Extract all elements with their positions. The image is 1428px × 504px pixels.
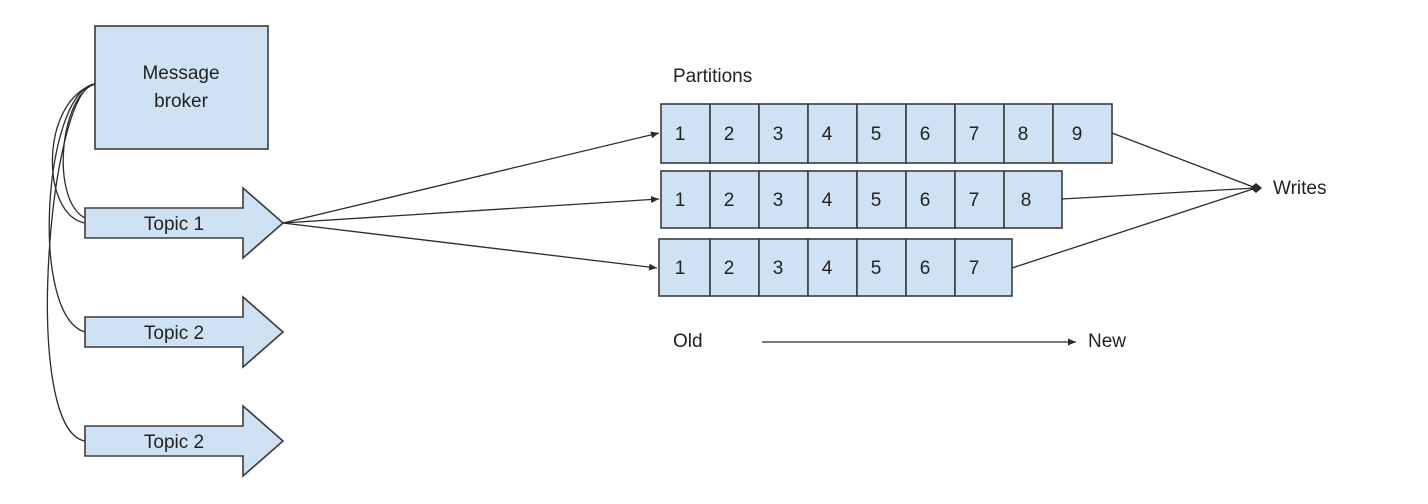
partition-2-cell-1-label: 1 (675, 190, 686, 211)
partition-3-cell-7-label: 7 (969, 258, 980, 279)
topic-label-2: Topic 2 (144, 323, 204, 344)
writes-line-partition-3 (1011, 187, 1257, 269)
partition-1-cell-9 (1052, 103, 1113, 164)
partition-1-cell-2 (709, 103, 760, 164)
writes-line-partition-1 (1111, 132, 1257, 189)
topic-arrow-shape-1 (84, 186, 285, 260)
partition-1-cell-4-label: 4 (822, 124, 833, 145)
partition-1-cell-8 (1003, 103, 1054, 164)
partition-1-cell-2-label: 2 (724, 124, 735, 145)
partition-3-cell-2-label: 2 (724, 258, 735, 279)
message-broker-box (94, 25, 269, 150)
timeline-old-label: Old (673, 331, 703, 352)
topic-to-partition-arrows (282, 131, 660, 271)
partition-2-cell-5 (856, 170, 907, 229)
partition-3-cell-7 (954, 238, 1013, 297)
timeline: Old New (673, 331, 1126, 352)
connector-broker-extra (62, 83, 96, 219)
partition-2-cell-4-label: 4 (822, 190, 833, 211)
connector-broker-topic-1 (51, 83, 96, 224)
message-broker-label-line1: Message (142, 63, 219, 84)
partition-row-3: 1 2 3 4 5 6 7 (658, 238, 1013, 297)
partition-2-cell-8-label: 8 (1021, 190, 1032, 211)
partition-1-cell-5-label: 5 (871, 124, 882, 145)
writes-label: Writes (1273, 178, 1326, 199)
broker-to-topic-connectors (46, 83, 96, 442)
topic-arrow-1: Topic 1 (84, 186, 285, 260)
topic-label-3: Topic 2 (144, 432, 204, 453)
partitions-label: Partitions (673, 66, 752, 87)
partition-2-cell-7-label: 7 (969, 190, 980, 211)
partition-2-cell-2-label: 2 (724, 190, 735, 211)
partition-row-2: 1 2 3 4 5 6 7 8 (660, 170, 1063, 229)
partition-3-cell-5-label: 5 (871, 258, 882, 279)
partition-1-cell-8-label: 8 (1018, 124, 1029, 145)
partition-1-cell-5 (856, 103, 907, 164)
partition-2-cell-2 (709, 170, 760, 229)
message-broker: Message broker (94, 25, 269, 150)
partition-1-cell-7-label: 7 (969, 124, 980, 145)
partition-2-cell-6-label: 6 (920, 190, 931, 211)
arrow-topic1-partition-3 (282, 222, 658, 271)
partition-2-cell-7 (954, 170, 1005, 229)
topic-label-1: Topic 1 (144, 214, 204, 235)
partition-2-cell-8 (1003, 170, 1063, 229)
connector-broker-topic-2a (48, 83, 96, 333)
partition-3-cell-1-label: 1 (675, 258, 686, 279)
partition-1-cell-9-label: 9 (1072, 124, 1083, 145)
writes-line-partition-2 (1061, 187, 1257, 200)
partition-1-cell-7 (954, 103, 1005, 164)
partition-3-cell-4-label: 4 (822, 258, 833, 279)
partition-1-cell-1 (660, 103, 711, 164)
partition-1-cell-6 (905, 103, 956, 164)
message-broker-label-line2: broker (154, 91, 209, 112)
writes-junction-diamond (1250, 183, 1262, 193)
partition-1-cell-3-label: 3 (773, 124, 784, 145)
connector-broker-topic-2b (46, 83, 96, 442)
partition-1-cell-6-label: 6 (920, 124, 931, 145)
partition-3-cell-4 (807, 238, 858, 297)
partition-3-cell-3 (758, 238, 809, 297)
partition-3-cell-2 (709, 238, 760, 297)
partition-row-1: 1 2 3 4 5 6 7 8 9 (660, 103, 1113, 164)
partition-3-cell-5 (856, 238, 907, 297)
writes-connectors (1011, 132, 1262, 269)
partition-2-cell-5-label: 5 (871, 190, 882, 211)
partition-2-cell-3 (758, 170, 809, 229)
partition-2-cell-3-label: 3 (773, 190, 784, 211)
partition-3-cell-1 (658, 238, 711, 297)
partition-3-cell-6-label: 6 (920, 258, 931, 279)
arrow-topic1-partition-1 (282, 131, 660, 224)
topic-arrow-3: Topic 2 (84, 404, 285, 478)
partition-1-cell-3 (758, 103, 809, 164)
partition-1-cell-1-label: 1 (675, 124, 686, 145)
partition-3-cell-3-label: 3 (773, 258, 784, 279)
partition-2-cell-4 (807, 170, 858, 229)
partition-2-cell-6 (905, 170, 956, 229)
timeline-new-label: New (1088, 331, 1126, 352)
topic-arrow-shape-2 (84, 295, 285, 369)
topic-arrow-shape-3 (84, 404, 285, 478)
partition-3-cell-6 (905, 238, 956, 297)
partition-2-cell-1 (660, 170, 711, 229)
topic-arrow-2: Topic 2 (84, 295, 285, 369)
partition-1-cell-4 (807, 103, 858, 164)
arrow-topic1-partition-2 (282, 196, 660, 224)
